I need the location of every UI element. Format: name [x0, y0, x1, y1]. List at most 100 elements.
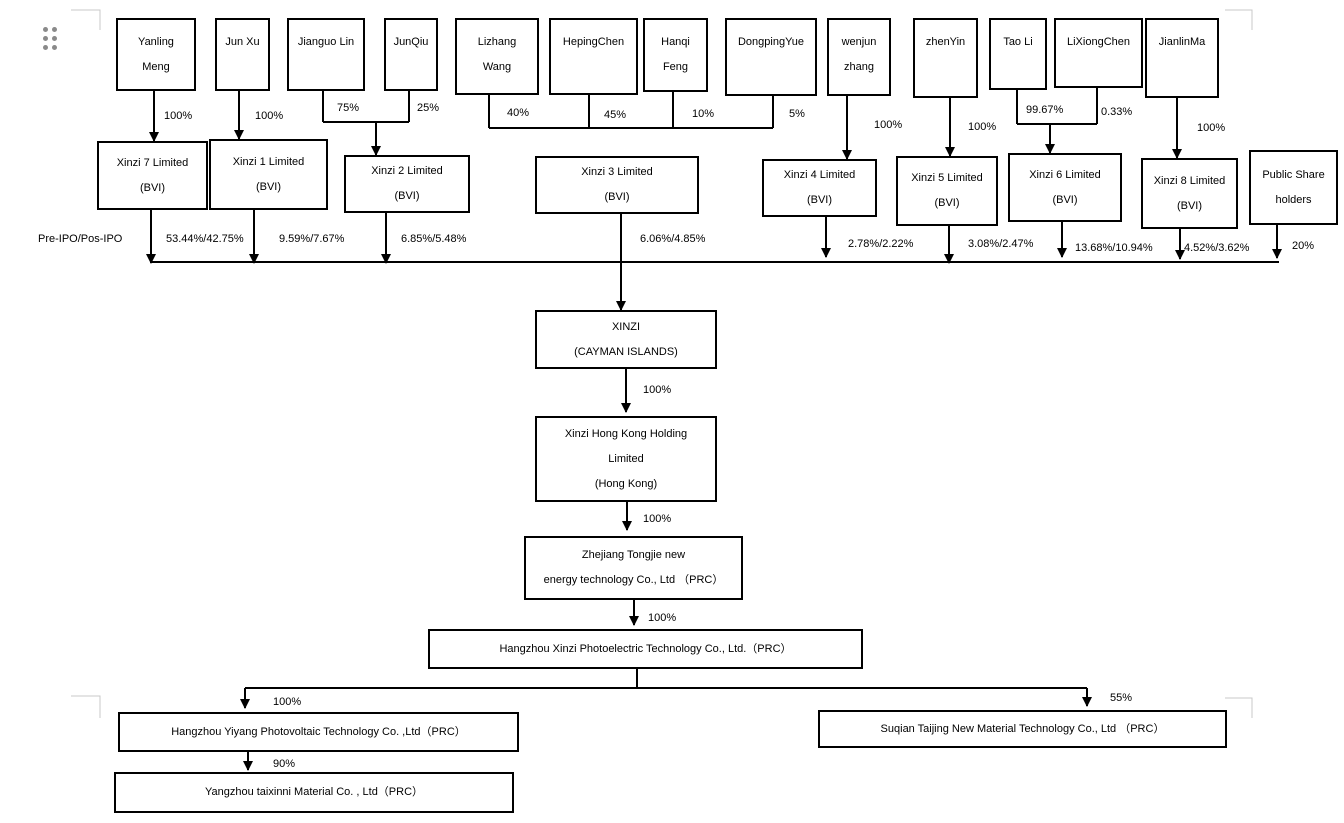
shareholder-s_zhang: wenjun zhang: [827, 18, 891, 96]
holding-x8: Xinzi 8 Limited (BVI): [1141, 158, 1238, 229]
subsidiary-sq: Suqian Taijing New Material Technology C…: [818, 710, 1227, 748]
shareholder-s_junxu: Jun Xu: [215, 18, 270, 91]
pre-ipo-label: Pre-IPO/Pos-IPO: [38, 233, 123, 245]
shareholder-s_hchen-line-1: HepingChen: [562, 36, 625, 48]
holding-x3-line-2: (BVI): [604, 191, 630, 203]
shareholder-s_lin-percent: 75%: [337, 102, 360, 114]
holding-x7: Xinzi 7 Limited (BVI): [97, 141, 208, 210]
holding-x6-line-2: (BVI): [1052, 193, 1078, 206]
holding-x2-line-1: Xinzi 2 Limited: [371, 165, 443, 177]
holding-x4-line-2: (BVI): [806, 194, 833, 206]
holding-x7-line-2: (BVI): [139, 181, 166, 194]
holding-x3-line-1: Xinzi 3 Limited: [581, 166, 653, 178]
shareholder-s_qiu-percent: 25%: [417, 102, 440, 114]
shareholder-s_tao-line-1: Tao Li: [1003, 36, 1033, 48]
shareholder-s_wang-line-2: Wang: [482, 61, 512, 73]
shareholder-s_yue: DongpingYue: [725, 18, 817, 96]
page-corner-mark: [1225, 697, 1253, 718]
shareholder-s_tao: Tao Li: [989, 18, 1047, 90]
holding-x4-percent: 2.78%/2.22%: [848, 238, 914, 250]
shareholder-s_hchen: HepingChen: [549, 18, 638, 95]
entity-zj: Zhejiang Tongjie new energy technology Co…: [524, 536, 743, 600]
page-corner-mark: [71, 695, 101, 718]
holding-x5: Xinzi 5 Limited(BVI): [896, 156, 998, 226]
holding-x4-line-1: Xinzi 4 Limited: [783, 169, 856, 181]
shareholder-s_wang-line-1: Lizhang: [477, 36, 517, 48]
holding-x1-line-2: (BVI): [255, 180, 282, 193]
shareholder-s_qiu: JunQiu: [384, 18, 438, 91]
entity-hk-line-2: Limited: [608, 452, 644, 465]
holding-x8-line-1: Xinzi 8 Limited: [1153, 174, 1226, 187]
holding-x6: Xinzi 6 Limited (BVI): [1008, 153, 1122, 222]
shareholder-s_lin-line-1: Jianguo Lin: [297, 36, 355, 48]
subsidiary-yy-line-1: Hangzhou Yiyang Photovoltaic Technology …: [171, 725, 466, 738]
entity-zj-line-2: energy technology Co., Ltd （PRC）: [543, 574, 724, 586]
shareholder-s_qiu-line-1: JunQiu: [393, 36, 429, 48]
subsidiary-yz-line-1: Yangzhou taixinni Material Co. , Ltd（PRC…: [204, 786, 424, 798]
entity-cayman-percent: 100%: [643, 384, 672, 396]
holding-x7-percent: 53.44%/42.75%: [166, 233, 244, 245]
holding-x6-percent: 13.68%/10.94%: [1075, 242, 1153, 254]
shareholder-s_yue-line-1: DongpingYue: [737, 36, 805, 48]
holding-x1: Xinzi 1 Limited(BVI): [209, 139, 328, 210]
shareholder-s_lin: Jianguo Lin: [287, 18, 365, 91]
shareholder-s_junxu-line-1: Jun Xu: [225, 36, 260, 48]
entity-zj-percent: 100%: [648, 612, 677, 624]
holding-x8-line-2: (BVI): [1176, 199, 1203, 212]
holding-x2-percent: 6.85%/5.48%: [401, 233, 467, 245]
holding-x5-percent: 3.08%/2.47%: [968, 238, 1034, 250]
entity-hz-line-1: Hangzhou Xinzi Photoelectric Technology …: [499, 642, 792, 655]
drag-handle-icon[interactable]: [43, 27, 59, 53]
shareholder-s_lxchen-percent: 0.33%: [1101, 106, 1133, 118]
subsidiary-sq-percent: 55%: [1110, 692, 1133, 704]
shareholder-s_junxu-percent: 100%: [255, 110, 284, 122]
shareholder-s_meng-line-1: Yanling: [138, 36, 174, 48]
entity-hk-percent: 100%: [643, 513, 672, 525]
holding-pub-line-1: Public Share: [1262, 168, 1325, 181]
holding-x3-percent: 6.06%/4.85%: [640, 233, 706, 245]
shareholder-s_zhang-line-1: wenjun: [841, 36, 877, 48]
holding-x3: Xinzi 3 Limited (BVI): [535, 156, 699, 214]
entity-cayman-line-2: (CAYMAN ISLANDS): [574, 345, 678, 358]
entity-cayman: XINZI (CAYMAN ISLANDS): [535, 310, 717, 369]
holding-x8-percent: 4.52%/3.62%: [1184, 242, 1250, 254]
page-corner-mark: [71, 9, 101, 30]
shareholder-s_lxchen-line-1: LiXiongChen: [1067, 36, 1130, 48]
shareholder-s_yue-percent: 5%: [789, 108, 805, 120]
shareholder-s_feng-percent: 10%: [692, 108, 715, 120]
shareholder-s_ma: JianlinMa: [1145, 18, 1219, 98]
shareholder-s_yin: zhenYin: [913, 18, 978, 98]
holding-pub-percent: 20%: [1292, 240, 1315, 252]
shareholder-s_ma-line-1: JianlinMa: [1158, 36, 1206, 48]
holding-x6-line-1: Xinzi 6 Limited: [1029, 168, 1101, 181]
shareholder-s_yin-percent: 100%: [968, 121, 997, 133]
entity-hz: Hangzhou Xinzi Photoelectric Technology …: [428, 629, 863, 669]
holding-x2: Xinzi 2 Limited(BVI): [344, 155, 470, 213]
shareholder-s_hchen-percent: 45%: [604, 109, 627, 121]
entity-zj-line-1: Zhejiang Tongjie new: [581, 549, 686, 561]
shareholder-s_zhang-percent: 100%: [874, 119, 903, 131]
shareholder-s_lxchen: LiXiongChen: [1054, 18, 1143, 88]
subsidiary-yy-percent: 100%: [273, 696, 302, 708]
entity-cayman-line-1: XINZI: [611, 320, 641, 333]
shareholder-s_yin-line-1: zhenYin: [925, 36, 966, 48]
holding-x4: Xinzi 4 Limited (BVI): [762, 159, 877, 217]
subsidiary-yz-percent: 90%: [273, 758, 296, 770]
shareholder-s_zhang-line-2: zhang: [844, 61, 874, 73]
shareholder-s_meng-percent: 100%: [164, 110, 193, 122]
holding-x5-line-1: Xinzi 5 Limited: [911, 172, 983, 184]
page-corner-mark: [1225, 9, 1253, 30]
holding-x1-percent: 9.59%/7.67%: [279, 233, 345, 245]
holding-x7-line-1: Xinzi 7 Limited: [116, 156, 189, 169]
subsidiary-yz: Yangzhou taixinni Material Co. , Ltd（PRC…: [114, 772, 514, 813]
shareholder-s_meng-line-2: Meng: [142, 61, 170, 73]
entity-hk-line-3: (Hong Kong): [594, 477, 658, 490]
shareholder-s_tao-percent: 99.67%: [1026, 104, 1064, 116]
